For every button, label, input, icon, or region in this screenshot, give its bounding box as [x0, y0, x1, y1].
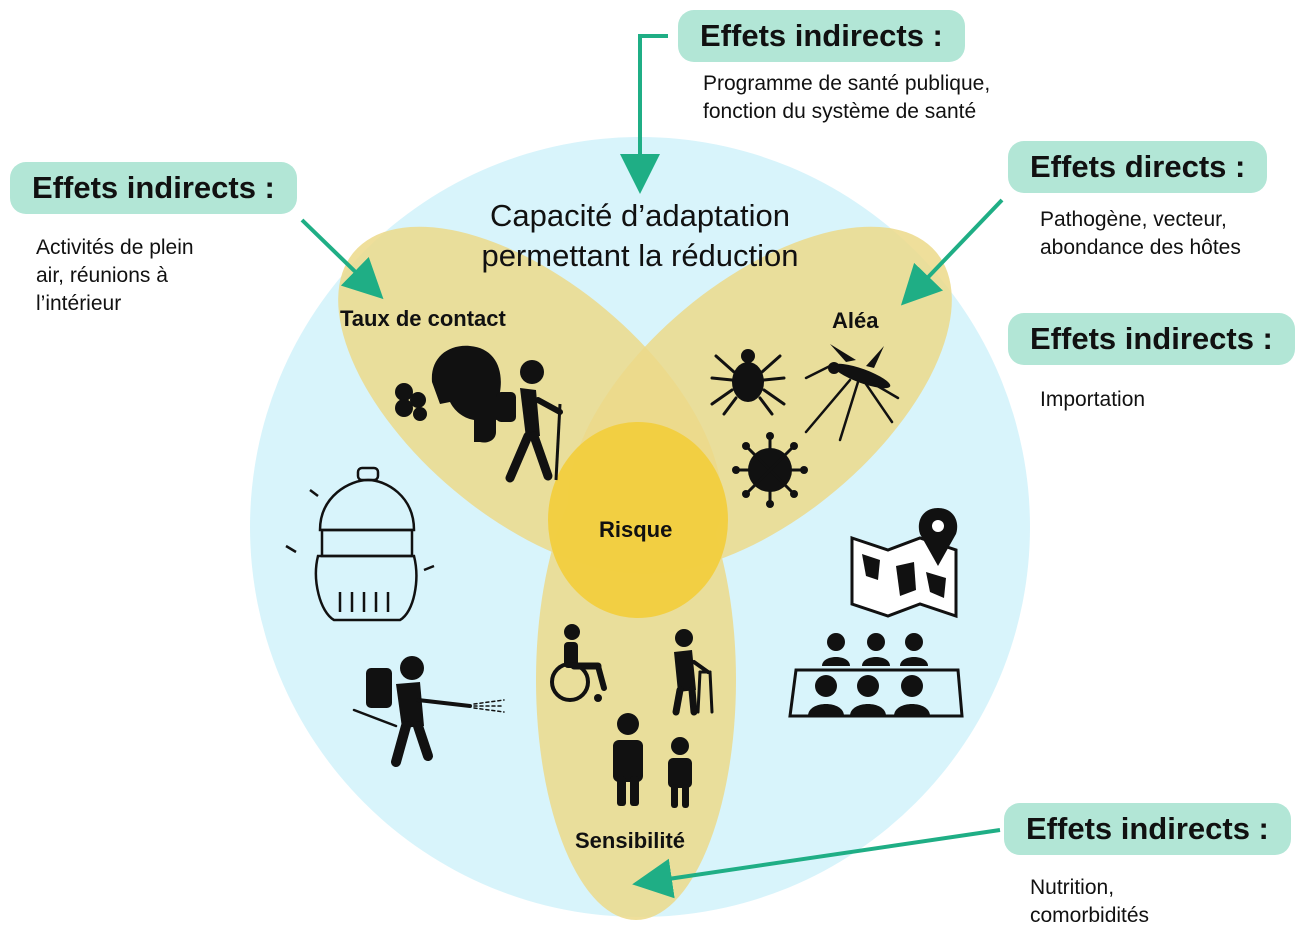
effects-top-box: Effets indirects :	[678, 10, 965, 62]
effects-left-title: Effets indirects :	[32, 170, 275, 205]
walker-icon	[672, 629, 714, 716]
arrow-left	[300, 218, 384, 300]
effects-direct-desc: Pathogène, vecteur, abondance des hôtes	[1040, 206, 1241, 262]
risk-center	[548, 422, 728, 618]
center-title-line2: permettant la réduction	[481, 238, 799, 273]
effects-top-title: Effets indirects :	[700, 18, 943, 53]
tick-icon	[710, 349, 786, 416]
effects-importation-title: Effets indirects :	[1030, 321, 1273, 356]
effects-top-line2: fonction du système de santé	[703, 100, 977, 123]
center-title: Capacité d’adaptation permettant la rédu…	[420, 196, 860, 276]
sprayer-icon	[352, 656, 505, 767]
contact-label: Taux de contact	[340, 306, 506, 331]
effects-left-line3: l’intérieur	[36, 292, 122, 315]
bug-zapper-icon	[285, 466, 435, 622]
mosquito-icon	[804, 344, 900, 442]
effects-top-line1: Programme de santé publique,	[703, 72, 991, 95]
effects-top-desc: Programme de santé publique, fonction du…	[703, 70, 990, 126]
effects-importation-line1: Importation	[1040, 388, 1146, 411]
effects-importation-box: Effets indirects :	[1008, 313, 1295, 365]
arrow-top	[620, 34, 668, 194]
effects-direct-box: Effets directs :	[1008, 141, 1268, 193]
risk-label: Risque	[599, 517, 673, 542]
effects-left-line1: Activités de plein	[36, 236, 194, 259]
effects-importation-desc: Importation	[1040, 386, 1145, 414]
effects-left-box: Effets indirects :	[10, 162, 297, 214]
wheelchair-icon	[550, 624, 607, 702]
effects-bottom-line1: Nutrition,	[1030, 876, 1115, 899]
map-pin-icon	[850, 508, 958, 619]
effects-left-desc: Activités de plein air, réunions à l’int…	[36, 234, 194, 318]
adult-child-icon	[613, 713, 692, 808]
effects-bottom-title: Effets indirects :	[1026, 811, 1269, 846]
arrow-bottom	[632, 828, 1001, 899]
effects-direct-title: Effets directs :	[1030, 149, 1246, 184]
virus-icon	[732, 432, 808, 508]
effects-bottom-line2: comorbidités	[1030, 904, 1150, 927]
effects-direct-line2: abondance des hôtes	[1040, 236, 1241, 259]
meeting-icon	[788, 633, 964, 718]
effects-direct-line1: Pathogène, vecteur,	[1040, 208, 1227, 231]
hazard-label: Aléa	[832, 308, 879, 333]
center-title-line1: Capacité d’adaptation	[490, 198, 790, 233]
effects-bottom-desc: Nutrition, comorbidités	[1030, 874, 1149, 930]
arrow-right	[900, 198, 1004, 306]
effects-left-line2: air, réunions à	[36, 264, 168, 287]
sensitivity-label: Sensibilité	[575, 828, 686, 853]
hiker-icon	[496, 360, 563, 483]
breath-icon	[395, 345, 506, 443]
effects-bottom-box: Effets indirects :	[1004, 803, 1291, 855]
